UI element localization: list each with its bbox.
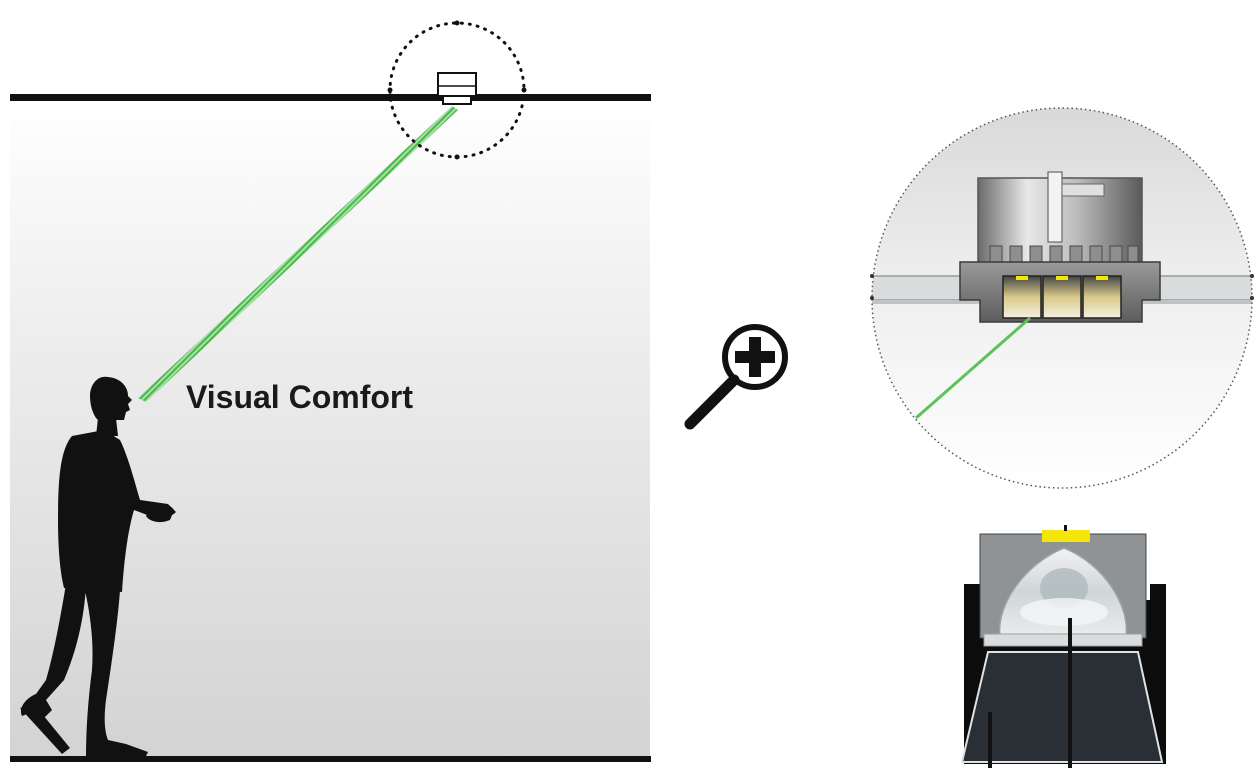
ceiling-fixture <box>437 72 477 105</box>
focus-circle-marker-top <box>454 20 460 26</box>
ceiling-line <box>10 94 651 101</box>
person-silhouette <box>20 376 176 756</box>
lens-flange <box>983 633 1143 647</box>
zoom-mounting-clip <box>1047 171 1063 243</box>
zoom-light-beam <box>915 316 1031 420</box>
lens-reflector <box>960 651 1164 763</box>
zoom-led-cells <box>1002 275 1122 319</box>
led-lens-module <box>960 525 1166 768</box>
floor-line <box>10 756 651 762</box>
focus-circle-marker-right <box>521 87 527 93</box>
focus-circle-marker-bottom <box>454 154 460 160</box>
light-beam <box>138 106 458 402</box>
zoomed-fixture-view <box>870 107 1254 489</box>
magnifier-plus-icon <box>684 324 788 430</box>
focus-circle-marker-left <box>387 87 393 93</box>
visual-comfort-label: Visual Comfort <box>186 379 413 415</box>
led-yellow-strip <box>1042 530 1090 542</box>
